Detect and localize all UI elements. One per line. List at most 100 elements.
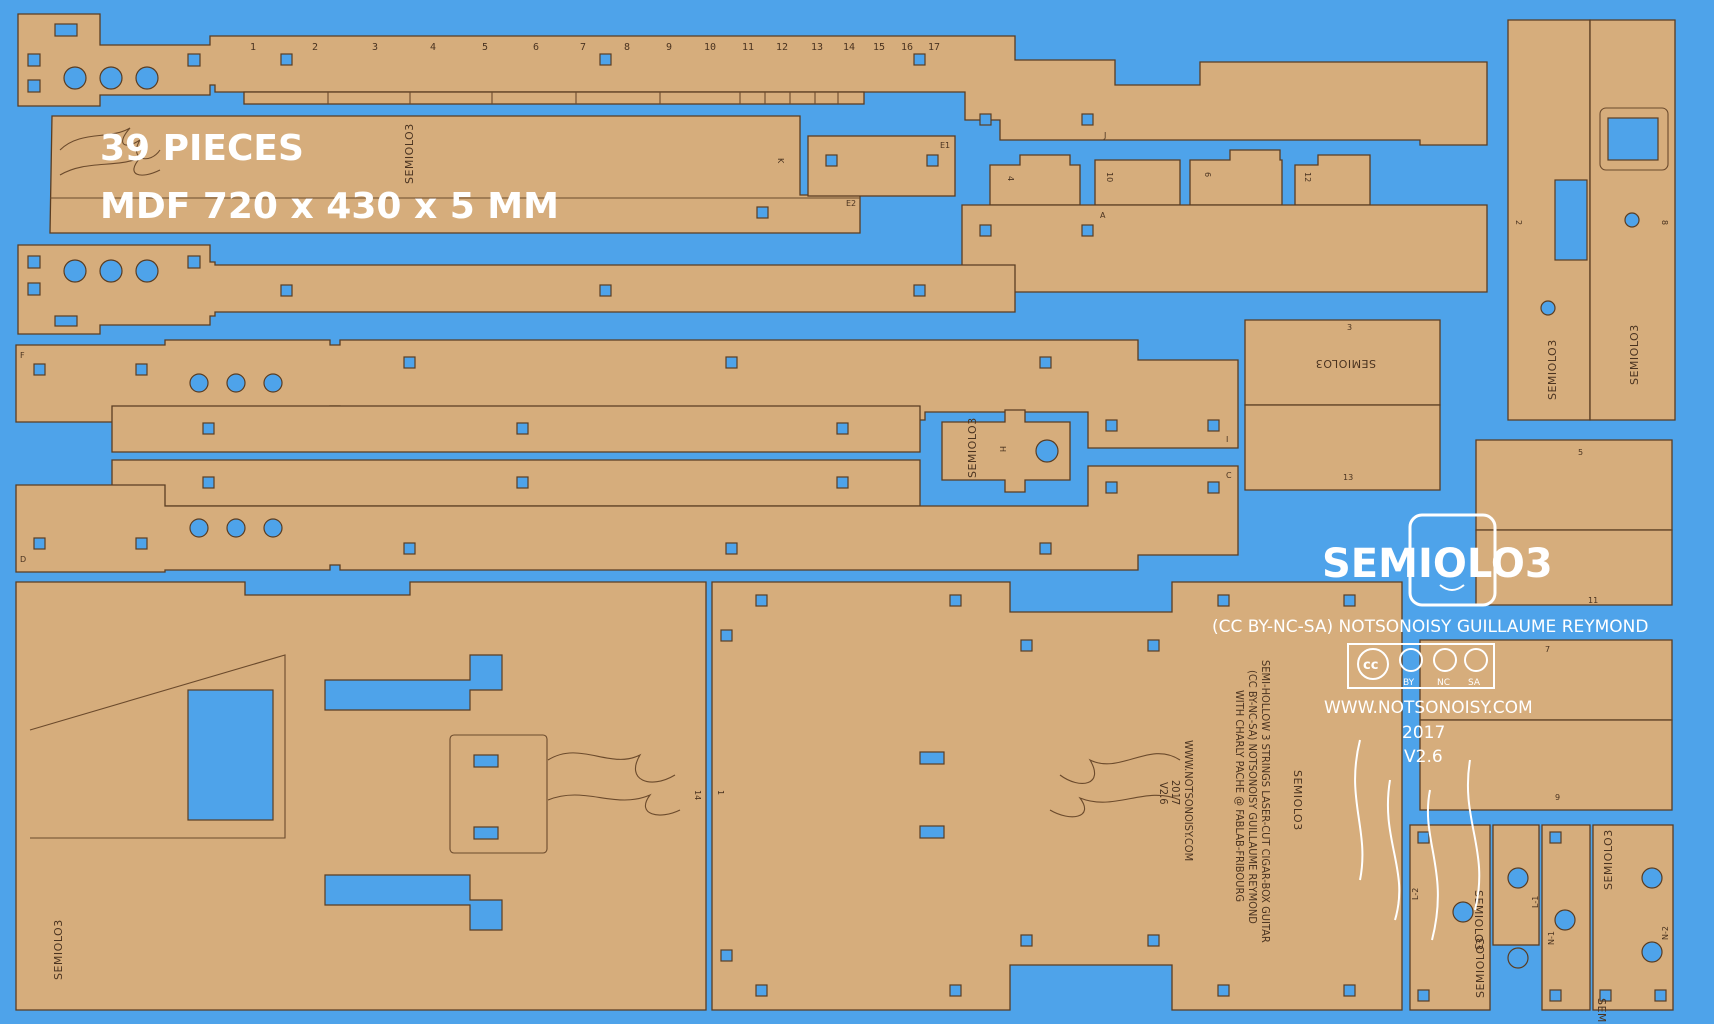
part-label-h: H	[998, 446, 1007, 452]
part-label-1: 1	[716, 790, 725, 795]
cc-label-sa: SA	[1468, 678, 1481, 688]
part-label-d: D	[20, 555, 26, 564]
part-label-n2: N-2	[1661, 926, 1670, 940]
fret-number: 8	[624, 42, 630, 53]
cc-icon	[1357, 648, 1389, 680]
strip-lower	[111, 459, 921, 507]
fret-number: 7	[580, 42, 586, 53]
body-etch-line3: WITH CHARLY PACHE @ FABLAB-FRIBOURG	[1233, 690, 1246, 902]
cc-license-badge: cc BY NC SA	[1347, 643, 1495, 689]
strip-upper	[111, 405, 921, 453]
part-label-10: 10	[1105, 172, 1114, 182]
fret-number: 3	[372, 42, 378, 53]
fret-number: 14	[843, 42, 855, 53]
fret-number: 12	[776, 42, 788, 53]
fret-number: 10	[704, 42, 716, 53]
etched-logo: SEMIOLO3	[1474, 937, 1487, 998]
fret-number: 6	[533, 42, 539, 53]
body-etch-year: 2017	[1169, 780, 1182, 805]
fret-strip	[243, 91, 865, 105]
part-label-8: 8	[1660, 220, 1669, 225]
part-13: 13	[1244, 404, 1441, 491]
body-piece-1: 1 SEMI-HOLLOW 3 STRINGS LASER-CUT CIGAR-…	[711, 581, 1403, 1011]
fret-number: 4	[430, 42, 436, 53]
credits-version: V2.6	[1404, 747, 1443, 767]
part-label-i: I	[1226, 435, 1228, 444]
part-label-7: 7	[1545, 645, 1550, 654]
fret-number: 17	[928, 42, 940, 53]
fret-number: 11	[742, 42, 754, 53]
fret-number: 13	[811, 42, 823, 53]
part-label-j: J	[1103, 131, 1106, 140]
header-overlay: 39 PIECES MDF 720 x 430 x 5 MM	[100, 128, 559, 227]
etched-logo: SEMIOLO3	[1602, 829, 1615, 890]
cc-label-by: BY	[1403, 678, 1415, 688]
fret-number: 1	[250, 42, 256, 53]
logo-frame	[1408, 513, 1497, 607]
fret-number: 15	[873, 42, 885, 53]
part-label-4: 4	[1006, 176, 1015, 181]
part-d: D C	[15, 465, 1239, 573]
part-label-c: C	[1226, 471, 1232, 480]
neck-piece-second	[17, 244, 1016, 335]
part-11: 11	[1475, 529, 1673, 606]
body-etch-line2: (CC BY-NC-SA) NOTSONOISY GUILLAUME REYMO…	[1246, 670, 1259, 924]
side-piece-k: K SEMIOLO3 E2	[49, 115, 861, 234]
part-label-6: 6	[1203, 172, 1212, 177]
body-piece-14: 14 SEMIOLO3	[15, 581, 707, 1011]
part-label-3: 3	[1347, 323, 1352, 332]
credits-year: 2017	[1402, 723, 1445, 743]
part-f: F I	[15, 339, 1239, 449]
body-etch-line1: SEMI-HOLLOW 3 STRINGS LASER-CUT CIGAR-BO…	[1259, 660, 1272, 943]
part-label-l1: L-1	[1531, 896, 1540, 908]
sa-icon	[1464, 648, 1488, 672]
part-label-11: 11	[1588, 596, 1598, 605]
cc-label-nc: NC	[1437, 678, 1450, 688]
body-etch-url: WWW.NOTSONOISY.COM	[1182, 740, 1195, 861]
part-label-14: 14	[693, 790, 702, 800]
flames-decoration	[1354, 739, 1481, 941]
etched-logo: SEMIOLO3	[1546, 339, 1559, 400]
part-8: 8 SEMIOLO3	[1589, 19, 1676, 421]
fret-number: 5	[482, 42, 488, 53]
by-icon	[1399, 648, 1423, 672]
part-label-5: 5	[1578, 448, 1583, 457]
material-label: MDF 720 x 430 x 5 MM	[100, 186, 559, 227]
fret-number: 2	[312, 42, 318, 53]
part-h: H SEMIOLO3	[941, 409, 1071, 493]
body-etch-version: V2.6	[1157, 782, 1170, 805]
part-label-f: F	[20, 351, 25, 360]
part-label-e2: E2	[846, 199, 856, 208]
etched-logo: SEMIOLO3	[1595, 998, 1608, 1024]
part-9: 9	[1419, 719, 1673, 811]
etched-logo: SEMIOLO3	[966, 417, 979, 478]
fret-number: 9	[666, 42, 672, 53]
part-label-k: K	[776, 158, 785, 164]
etched-logo: SEMIOLO3	[52, 919, 65, 980]
credits-license: (CC BY-NC-SA) NOTSONOISY GUILLAUME REYMO…	[1212, 617, 1649, 637]
nc-icon	[1433, 648, 1457, 672]
neck-piece-top: 1 2 3 4 5 6 7 8 9 10 11 12 13 14 15 16 1…	[17, 13, 1488, 146]
part-label-l2: L-2	[1411, 888, 1420, 900]
credits-url: WWW.NOTSONOISY.COM	[1324, 698, 1533, 718]
fret-number: 16	[901, 42, 913, 53]
part-2: 2 SEMIOLO3	[1507, 19, 1591, 421]
part-label-a: A	[1100, 211, 1106, 220]
credits-overlay: SEMIOLO3 (CC BY-NC-SA) NOTSONOISY GUILLA…	[1212, 513, 1649, 941]
part-label-13: 13	[1343, 473, 1353, 482]
part-e1: E1	[807, 135, 956, 197]
part-label-e1: E1	[940, 141, 950, 150]
part-label-n1: N-1	[1547, 931, 1556, 945]
part-label-2: 2	[1514, 220, 1523, 225]
part-3: 3 SEMIOLO3	[1244, 319, 1441, 406]
etched-logo: SEMIOLO3	[1291, 770, 1304, 831]
part-a: A	[961, 204, 1488, 293]
fret-numbers: 1 2 3 4 5 6 7 8 9 10 11 12 13 14 15 16 1…	[250, 42, 940, 53]
svg-text:cc: cc	[1363, 658, 1378, 673]
logo-smile-icon	[1439, 584, 1465, 591]
etched-logo: SEMIOLO3	[1315, 357, 1376, 370]
small-parts-bottom-right: L-2 L-1 N-1 N-2 SEMIOLO3 SEMIOLO3 SEMIOL…	[1409, 824, 1674, 1024]
small-blocks: 4 10 6 12	[989, 149, 1371, 206]
part-5: 5	[1475, 439, 1673, 531]
